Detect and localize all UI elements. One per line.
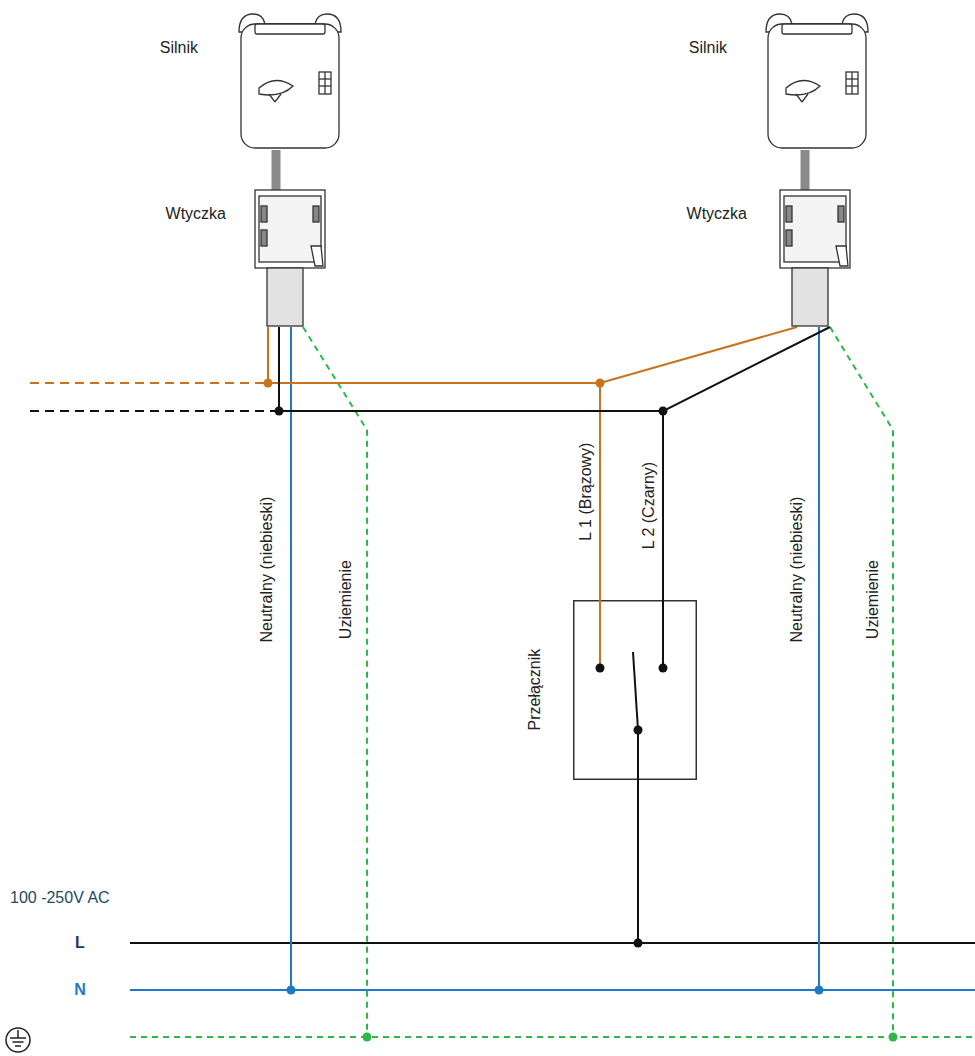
plug-node: Wtyczka (780, 190, 850, 327)
neutral-line (130, 989, 975, 991)
motor-drawing (762, 10, 872, 150)
junction-dot (287, 986, 296, 995)
motor-drawing (235, 10, 345, 150)
black-wire-continuation (30, 410, 279, 412)
switched-wire (268, 327, 600, 600)
line-name: L (75, 933, 85, 952)
line-name: N (74, 980, 86, 999)
plug-node: Wtyczka (255, 190, 325, 327)
junction-dot (889, 1033, 898, 1042)
plug-label: Wtyczka (687, 204, 747, 223)
motor-label: Silnik (160, 38, 198, 57)
earth-wire (830, 327, 893, 1037)
voltage-label: 100 -250V AC (10, 888, 110, 907)
motor-node: Silnik (235, 10, 345, 150)
wire-label: L 1 (Brązowy) (576, 442, 595, 540)
junction-dot (815, 986, 824, 995)
junction-dot (634, 939, 643, 948)
earth-wire (303, 327, 367, 1037)
switch-label: Przełącznik (525, 649, 544, 731)
neutral-wire (818, 327, 820, 990)
neutral-wire (290, 327, 292, 990)
motor-shaft (801, 150, 810, 190)
motor-node: Silnik (762, 10, 872, 150)
plug-drawing (780, 190, 850, 327)
switch-drawing (573, 600, 697, 780)
plug-drawing (255, 190, 325, 327)
wire-label: Uziemienie (336, 560, 355, 639)
wire-label: Neutralny (niebieski) (257, 497, 276, 643)
motor-shaft (272, 150, 281, 190)
earth-symbol (6, 1028, 30, 1052)
wire-label: Uziemienie (863, 560, 882, 639)
motor-label: Silnik (689, 38, 727, 57)
switch-node: Przełącznik (573, 600, 697, 780)
junction-dot (363, 1033, 372, 1042)
switched-wire (600, 327, 797, 600)
plug-label: Wtyczka (166, 204, 226, 223)
live-line (130, 942, 975, 944)
brown-wire-continuation (30, 382, 268, 384)
wire-label: L 2 (Czarny) (639, 462, 658, 549)
switch-feed-wire (637, 780, 639, 943)
switched-wire (279, 327, 663, 600)
wire-label: Neutralny (niebieski) (787, 497, 806, 643)
earth-line (130, 1036, 975, 1038)
